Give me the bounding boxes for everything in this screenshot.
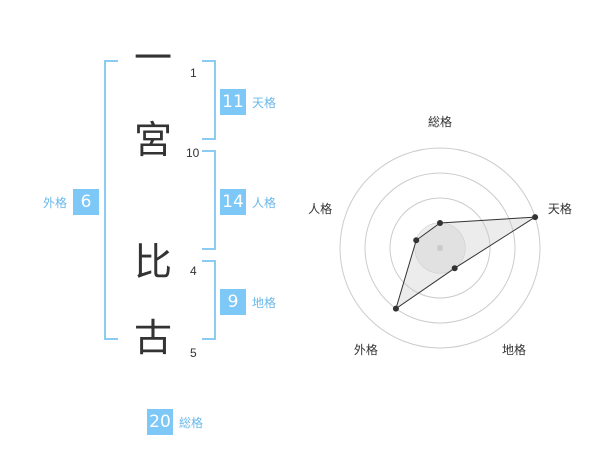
chikaku-bracket xyxy=(202,260,216,340)
kanji-1: 一 xyxy=(133,36,172,80)
chikaku-value: 9 xyxy=(220,289,246,315)
gaikaku-score: 6 外格 xyxy=(43,189,99,215)
gaikaku-value: 6 xyxy=(73,189,99,215)
jinkaku-bracket xyxy=(202,150,216,250)
stroke-count-2: 10 xyxy=(186,146,200,160)
radar-axis-label-1: 総格 xyxy=(428,114,452,129)
stroke-count-3: 4 xyxy=(190,264,197,278)
radar-axis-label-2: 天格 xyxy=(548,201,572,216)
radar-ring-3 xyxy=(364,172,516,324)
radar-axis-label-3: 地格 xyxy=(502,342,526,357)
chikaku-score: 9 地格 xyxy=(220,289,276,315)
kanji-2: 宮 xyxy=(133,118,172,162)
soukaku-label: 総格 xyxy=(179,415,204,430)
soukaku-score: 20 総格 xyxy=(147,409,203,435)
radar-point-4 xyxy=(392,305,399,312)
gaikaku-label: 外格 xyxy=(42,195,67,210)
tenkaku-value: 11 xyxy=(220,89,246,115)
radar-point-3 xyxy=(451,265,458,272)
radar-center xyxy=(437,245,443,251)
soukaku-value: 20 xyxy=(147,409,173,435)
radar-ring-4 xyxy=(339,147,541,349)
stroke-count-4: 5 xyxy=(190,346,197,360)
jinkaku-value: 14 xyxy=(220,189,246,215)
kanji-3: 比 xyxy=(133,240,172,284)
radar-axis-label-4: 外格 xyxy=(354,342,378,357)
radar-point-5 xyxy=(413,237,420,244)
gaikaku-bracket xyxy=(104,60,118,340)
radar-point-1 xyxy=(437,220,443,226)
chikaku-label: 地格 xyxy=(252,295,277,310)
tenkaku-score: 11 天格 xyxy=(220,89,276,115)
jinkaku-score: 14 人格 xyxy=(220,189,276,215)
radar-data-polygon xyxy=(395,216,536,310)
radar-ring-2 xyxy=(389,197,491,299)
tenkaku-label: 天格 xyxy=(252,95,277,110)
kanji-4: 古 xyxy=(133,316,172,360)
radar-axis-label-5: 人格 xyxy=(308,201,332,216)
tenkaku-bracket xyxy=(202,60,216,140)
radar-point-2 xyxy=(532,214,539,221)
jinkaku-label: 人格 xyxy=(252,195,277,210)
stroke-count-1: 1 xyxy=(190,66,197,80)
